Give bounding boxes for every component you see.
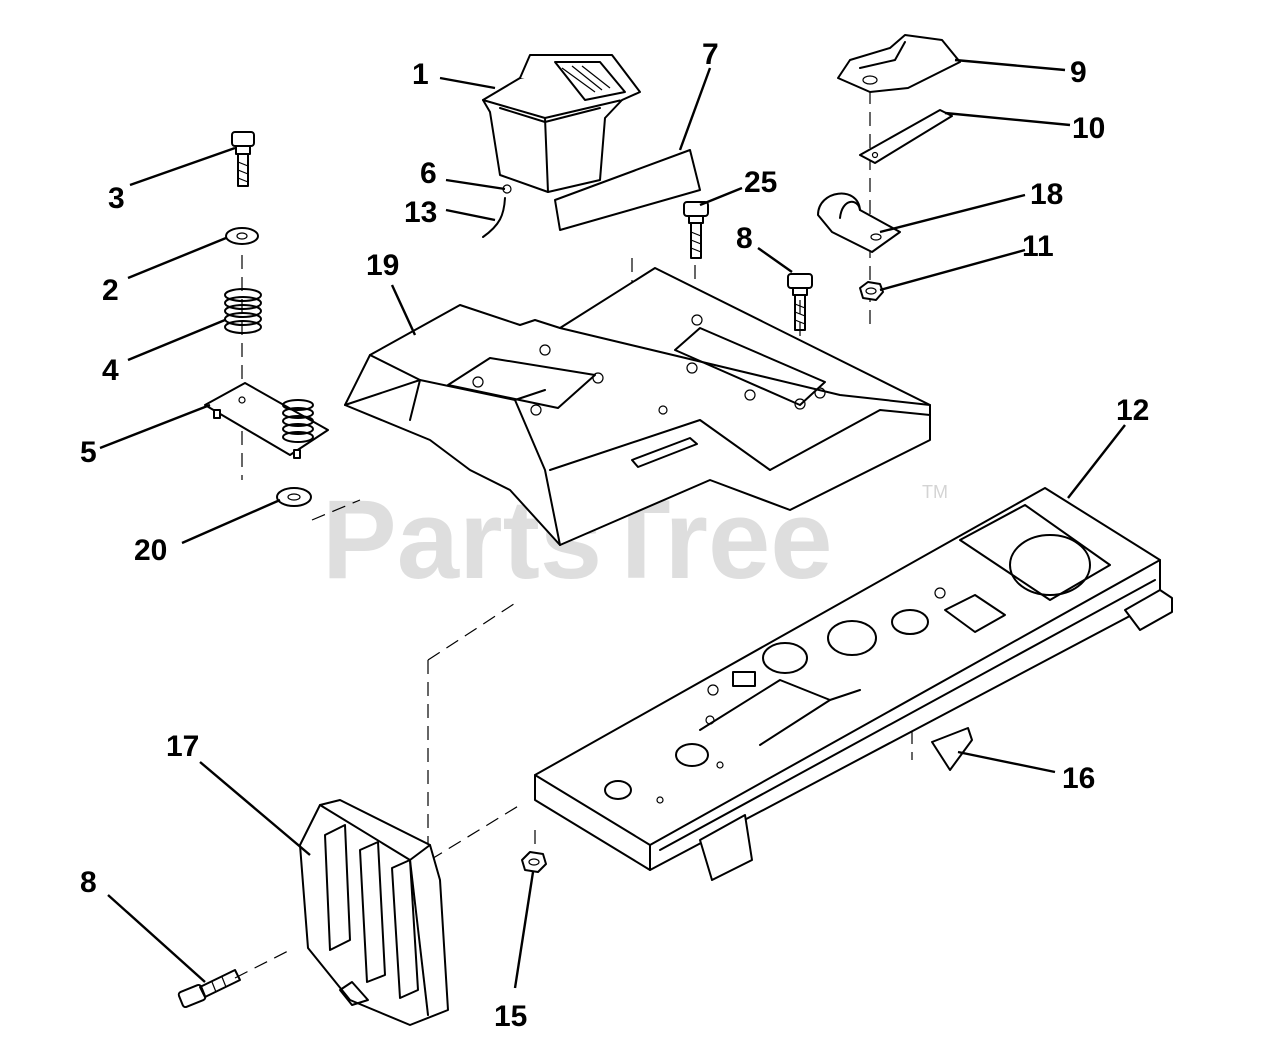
spring-4-part <box>224 288 262 334</box>
callout-7: 7 <box>702 38 719 71</box>
nut-11-part <box>859 281 884 301</box>
callout-10: 10 <box>1072 112 1105 145</box>
decal-part <box>554 149 701 231</box>
callout-3: 3 <box>108 182 125 215</box>
bolt-8-upper-part <box>787 273 813 331</box>
callout-1: 1 <box>412 58 429 91</box>
fender-19-part <box>344 267 931 546</box>
callout-15: 15 <box>494 1000 527 1033</box>
callout-17: 17 <box>166 730 199 763</box>
tool-tray-part <box>482 54 641 193</box>
watermark-trademark: TM <box>922 482 948 502</box>
bolt-25-part <box>683 201 709 259</box>
callout-8-upper: 8 <box>736 222 753 255</box>
decal-16-part <box>931 727 973 771</box>
callout-8-lower: 8 <box>80 866 97 899</box>
callout-12: 12 <box>1116 394 1149 427</box>
callout-labels: 1 7 6 13 3 2 4 5 20 19 25 8 9 10 18 11 1… <box>80 38 1149 1033</box>
frame-12-part <box>534 487 1173 881</box>
callout-2: 2 <box>102 274 119 307</box>
callout-13: 13 <box>404 196 437 229</box>
callout-16: 16 <box>1062 762 1095 795</box>
plate-5-part <box>204 382 329 459</box>
callout-20: 20 <box>134 534 167 567</box>
callout-19: 19 <box>366 249 399 282</box>
nut-15-part <box>521 851 547 873</box>
bracket-10-part <box>859 109 953 164</box>
callout-6: 6 <box>420 157 437 190</box>
bolt-8-lower-part <box>177 969 241 1009</box>
callout-11: 11 <box>1022 230 1054 263</box>
callout-5: 5 <box>80 436 97 469</box>
bolt-3-part <box>231 131 255 187</box>
washer-20-part <box>276 487 312 507</box>
leader-lines <box>99 58 1126 989</box>
plate-17-part <box>299 799 449 1026</box>
callout-4: 4 <box>102 354 119 387</box>
callout-25: 25 <box>744 166 777 199</box>
callout-9: 9 <box>1070 56 1087 89</box>
washer-2-part <box>225 227 259 245</box>
drain-plug-and-tube <box>482 184 512 238</box>
callout-18: 18 <box>1030 178 1063 211</box>
cover-9-part <box>837 34 961 93</box>
clamp-18-part <box>817 192 901 253</box>
